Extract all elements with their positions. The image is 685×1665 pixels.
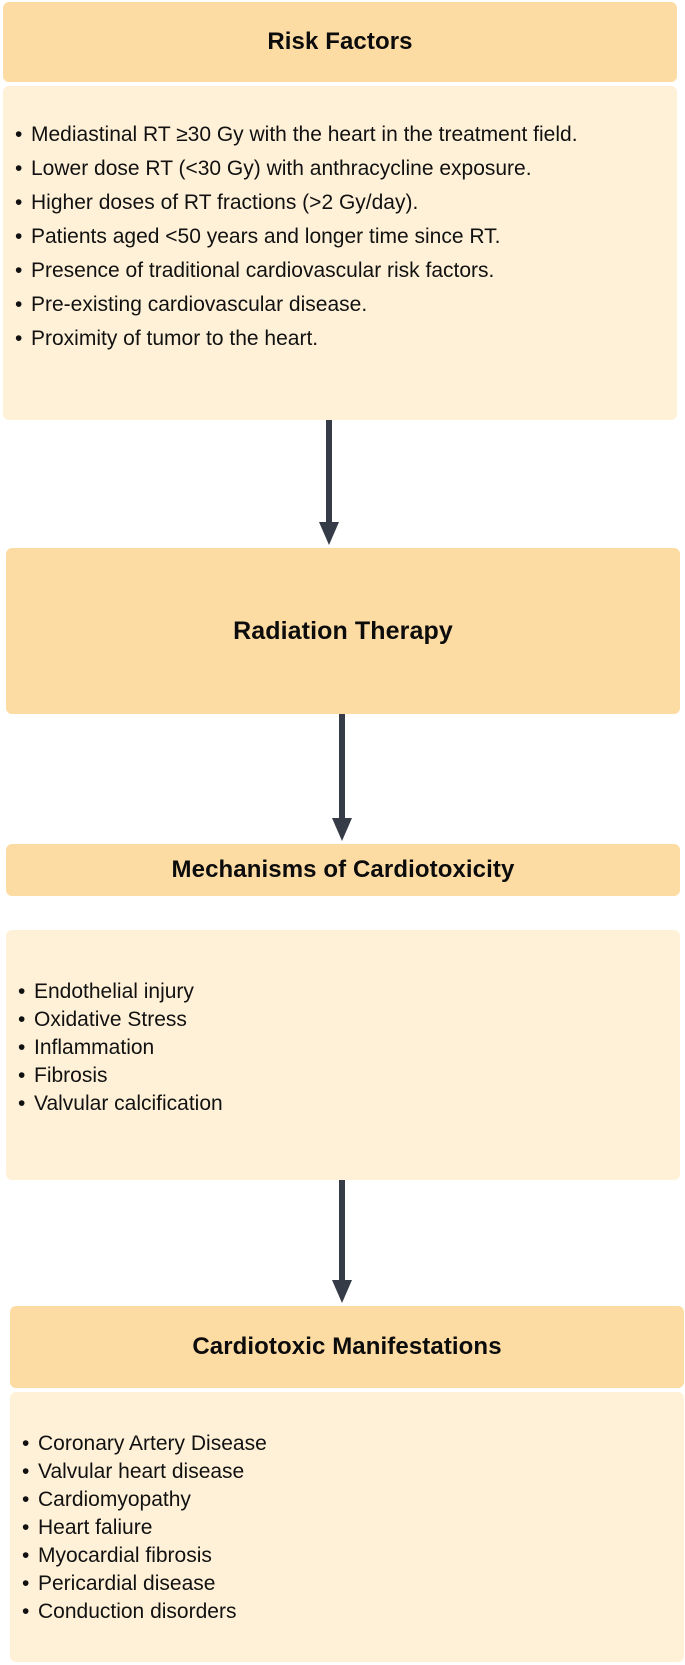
list-item: Pre-existing cardiovascular disease. (15, 290, 663, 320)
manifestations-body: Coronary Artery Disease Valvular heart d… (10, 1392, 684, 1662)
arrow-mechanisms-to-manifestations (332, 1180, 352, 1303)
list-item: Valvular heart disease (22, 1458, 670, 1486)
list-item: Myocardial fibrosis (22, 1542, 670, 1570)
risk-factors-list: Mediastinal RT ≥30 Gy with the heart in … (15, 120, 663, 354)
manifestations-title: Cardiotoxic Manifestations (192, 1333, 502, 1360)
list-item: Valvular calcification (18, 1090, 666, 1118)
list-item: Heart faliure (22, 1514, 670, 1542)
list-item: Pericardial disease (22, 1570, 670, 1598)
risk-factors-title: Risk Factors (267, 28, 413, 55)
list-item: Oxidative Stress (18, 1006, 666, 1034)
mechanisms-title: Mechanisms of Cardiotoxicity (171, 856, 515, 883)
radiation-therapy-title: Radiation Therapy (233, 616, 453, 645)
list-item: Fibrosis (18, 1062, 666, 1090)
list-item: Presence of traditional cardiovascular r… (15, 256, 663, 286)
list-item: Cardiomyopathy (22, 1486, 670, 1514)
list-item: Proximity of tumor to the heart. (15, 324, 663, 354)
arrow-radiation-to-mechanisms (332, 714, 352, 841)
list-item: Coronary Artery Disease (22, 1430, 670, 1458)
mechanisms-body: Endothelial injury Oxidative Stress Infl… (6, 930, 680, 1180)
list-item: Lower dose RT (<30 Gy) with anthracyclin… (15, 154, 663, 184)
mechanisms-header: Mechanisms of Cardiotoxicity (6, 844, 680, 896)
list-item: Inflammation (18, 1034, 666, 1062)
list-item: Patients aged <50 years and longer time … (15, 222, 663, 252)
manifestations-list: Coronary Artery Disease Valvular heart d… (22, 1430, 670, 1626)
radiation-therapy-box: Radiation Therapy (6, 548, 680, 714)
mechanisms-list: Endothelial injury Oxidative Stress Infl… (18, 978, 666, 1118)
arrow-risk-to-radiation (319, 420, 339, 545)
list-item: Conduction disorders (22, 1598, 670, 1626)
manifestations-header: Cardiotoxic Manifestations (10, 1306, 684, 1388)
list-item: Mediastinal RT ≥30 Gy with the heart in … (15, 120, 663, 150)
risk-factors-body: Mediastinal RT ≥30 Gy with the heart in … (3, 86, 677, 420)
list-item: Higher doses of RT fractions (>2 Gy/day)… (15, 188, 663, 218)
list-item: Endothelial injury (18, 978, 666, 1006)
risk-factors-header: Risk Factors (3, 2, 677, 82)
